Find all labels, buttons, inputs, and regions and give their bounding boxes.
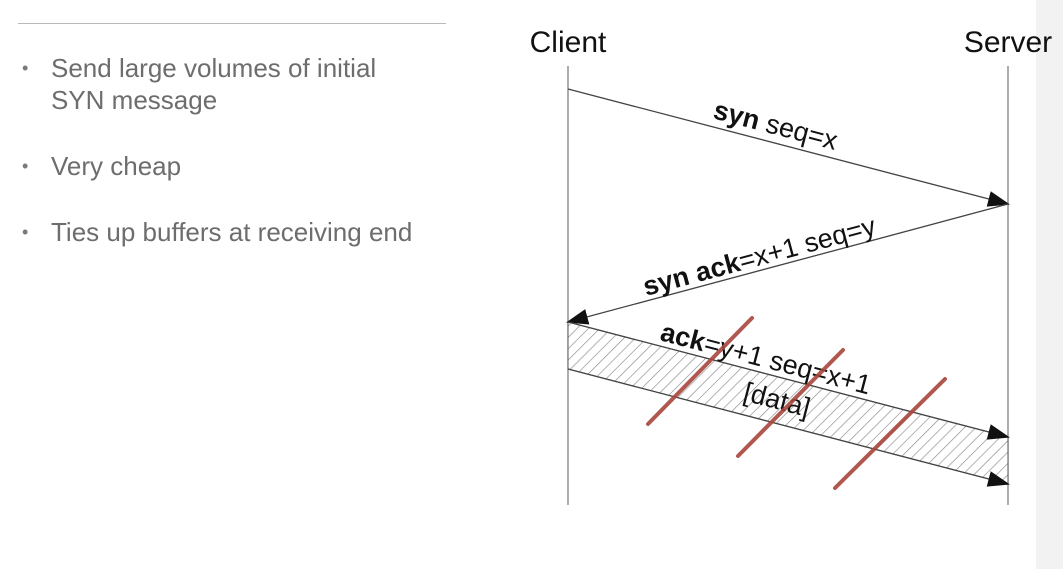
bullet-item: • Ties up buffers at receiving end (22, 216, 462, 248)
server-label: Server (964, 26, 1052, 59)
bullet-line: Send large volumes of initial (51, 53, 377, 83)
client-label: Client (530, 26, 607, 59)
syn-message-label: syn seq=x (710, 95, 841, 156)
syn-arrow (567, 88, 1010, 207)
bullet-text: Very cheap (51, 151, 182, 181)
bullet-item: • Very cheap (22, 150, 462, 182)
syn-ack-message-bold: syn ack (640, 247, 744, 302)
strike-mark (646, 316, 754, 426)
ack-arrow-top (567, 321, 1010, 440)
strike-marks (646, 316, 947, 490)
bullet-line: SYN message (51, 85, 218, 115)
bullet-text: Ties up buffers at receiving end (51, 217, 413, 247)
syn-ack-arrow (566, 203, 1009, 325)
bullet-dot-icon: • (22, 58, 29, 78)
bullet-dot-icon: • (22, 222, 29, 242)
strike-mark (833, 377, 947, 490)
top-divider (18, 23, 446, 24)
bullet-dot-icon: • (22, 156, 29, 176)
strike-mark (736, 348, 845, 458)
slide-edge (1036, 0, 1063, 569)
syn-message-bold: syn (710, 95, 763, 136)
syn-message-rest: seq=x (756, 107, 842, 156)
syn-ack-message-label: syn ack=x+1 seq=y (640, 211, 880, 302)
ack-arrow-bottom (567, 368, 1010, 487)
syn-ack-message-rest: =x+1 seq=y (735, 211, 879, 276)
